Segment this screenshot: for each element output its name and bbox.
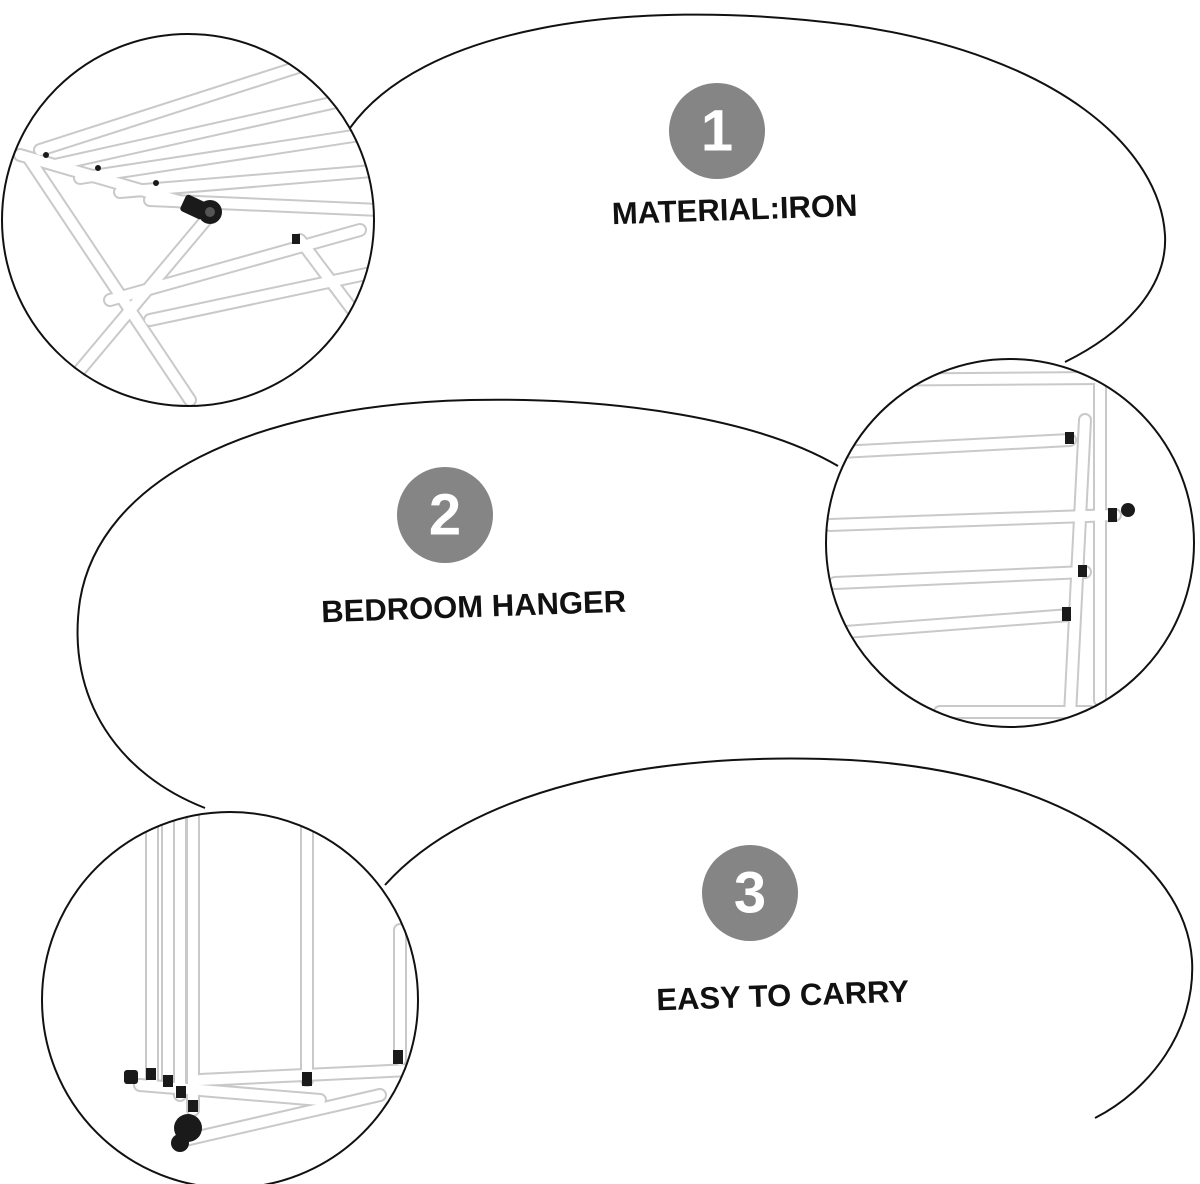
feature-label-2: BEDROOM HANGER (321, 584, 627, 630)
number-badge-2 (397, 467, 493, 563)
callout-blob-2 (76, 398, 839, 809)
number-badge-3-text: 3 (734, 861, 766, 926)
number-badge-3 (702, 845, 798, 941)
detail-circle-3 (41, 811, 419, 1184)
feature-1: 1 MATERIAL:IRON (611, 83, 858, 231)
feature-label-3: EASY TO CARRY (656, 974, 910, 1018)
feature-3: 3 EASY TO CARRY (656, 845, 910, 1017)
detail-circle-1 (1, 33, 375, 407)
number-badge-2-text: 2 (429, 483, 461, 548)
callout-blob-3 (384, 757, 1194, 1119)
feature-label-1: MATERIAL:IRON (611, 188, 858, 232)
callout-blob-1 (349, 13, 1167, 363)
number-badge-1 (669, 83, 765, 179)
feature-2: 2 BEDROOM HANGER (321, 467, 627, 629)
detail-circle-2 (825, 358, 1195, 728)
number-badge-1-text: 1 (701, 99, 733, 164)
